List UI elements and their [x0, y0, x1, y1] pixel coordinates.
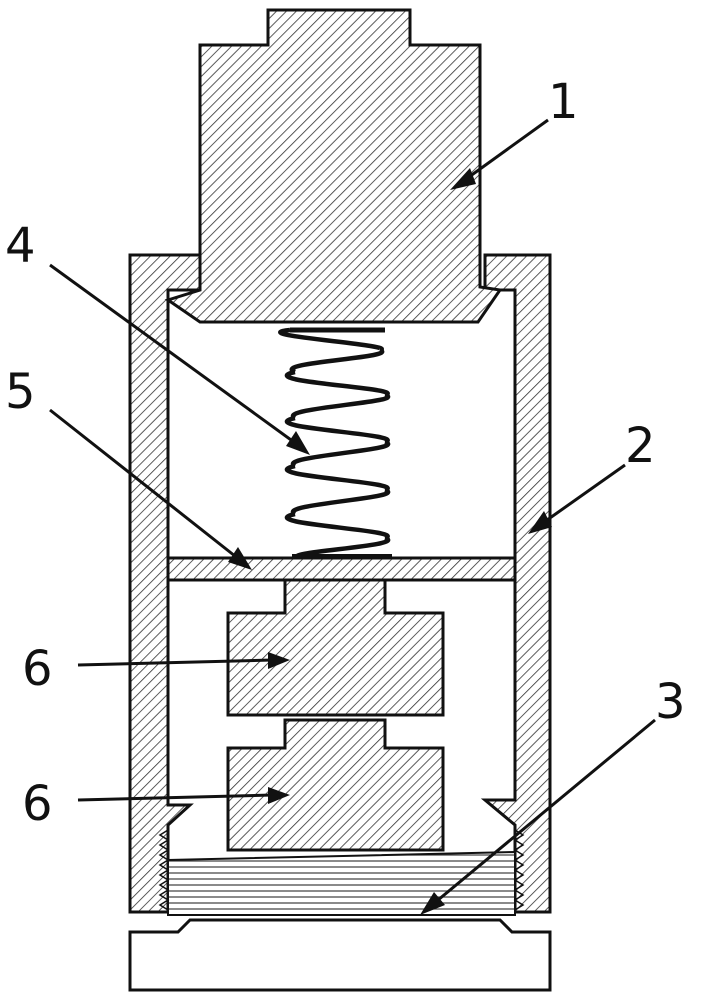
leader-arrow-6-upper	[77, 652, 290, 669]
bottom-thread-part	[167, 850, 516, 916]
cap-part	[164, 8, 503, 324]
block-upper	[226, 578, 445, 717]
leader-arrow-2	[528, 463, 626, 534]
base-plate	[128, 918, 552, 992]
label-part-3: 3	[655, 674, 686, 730]
label-part-6-lower: 6	[22, 776, 53, 832]
label-part-2: 2	[625, 418, 656, 474]
label-part-5: 5	[5, 364, 36, 420]
label-part-1: 1	[548, 74, 579, 130]
thread-teeth-left	[158, 829, 170, 911]
thread-teeth-right	[513, 829, 525, 911]
label-part-4: 4	[5, 218, 36, 274]
plate-part	[166, 556, 517, 582]
housing-left-wall	[128, 253, 202, 914]
leader-arrow-5	[49, 408, 252, 570]
label-part-6-upper: 6	[22, 641, 53, 697]
block-lower	[226, 718, 445, 852]
leader-arrow-6-lower	[77, 787, 290, 804]
leader-arrow-4	[49, 263, 310, 455]
leader-arrow-1	[450, 118, 549, 190]
leader-arrow-3	[420, 718, 656, 915]
